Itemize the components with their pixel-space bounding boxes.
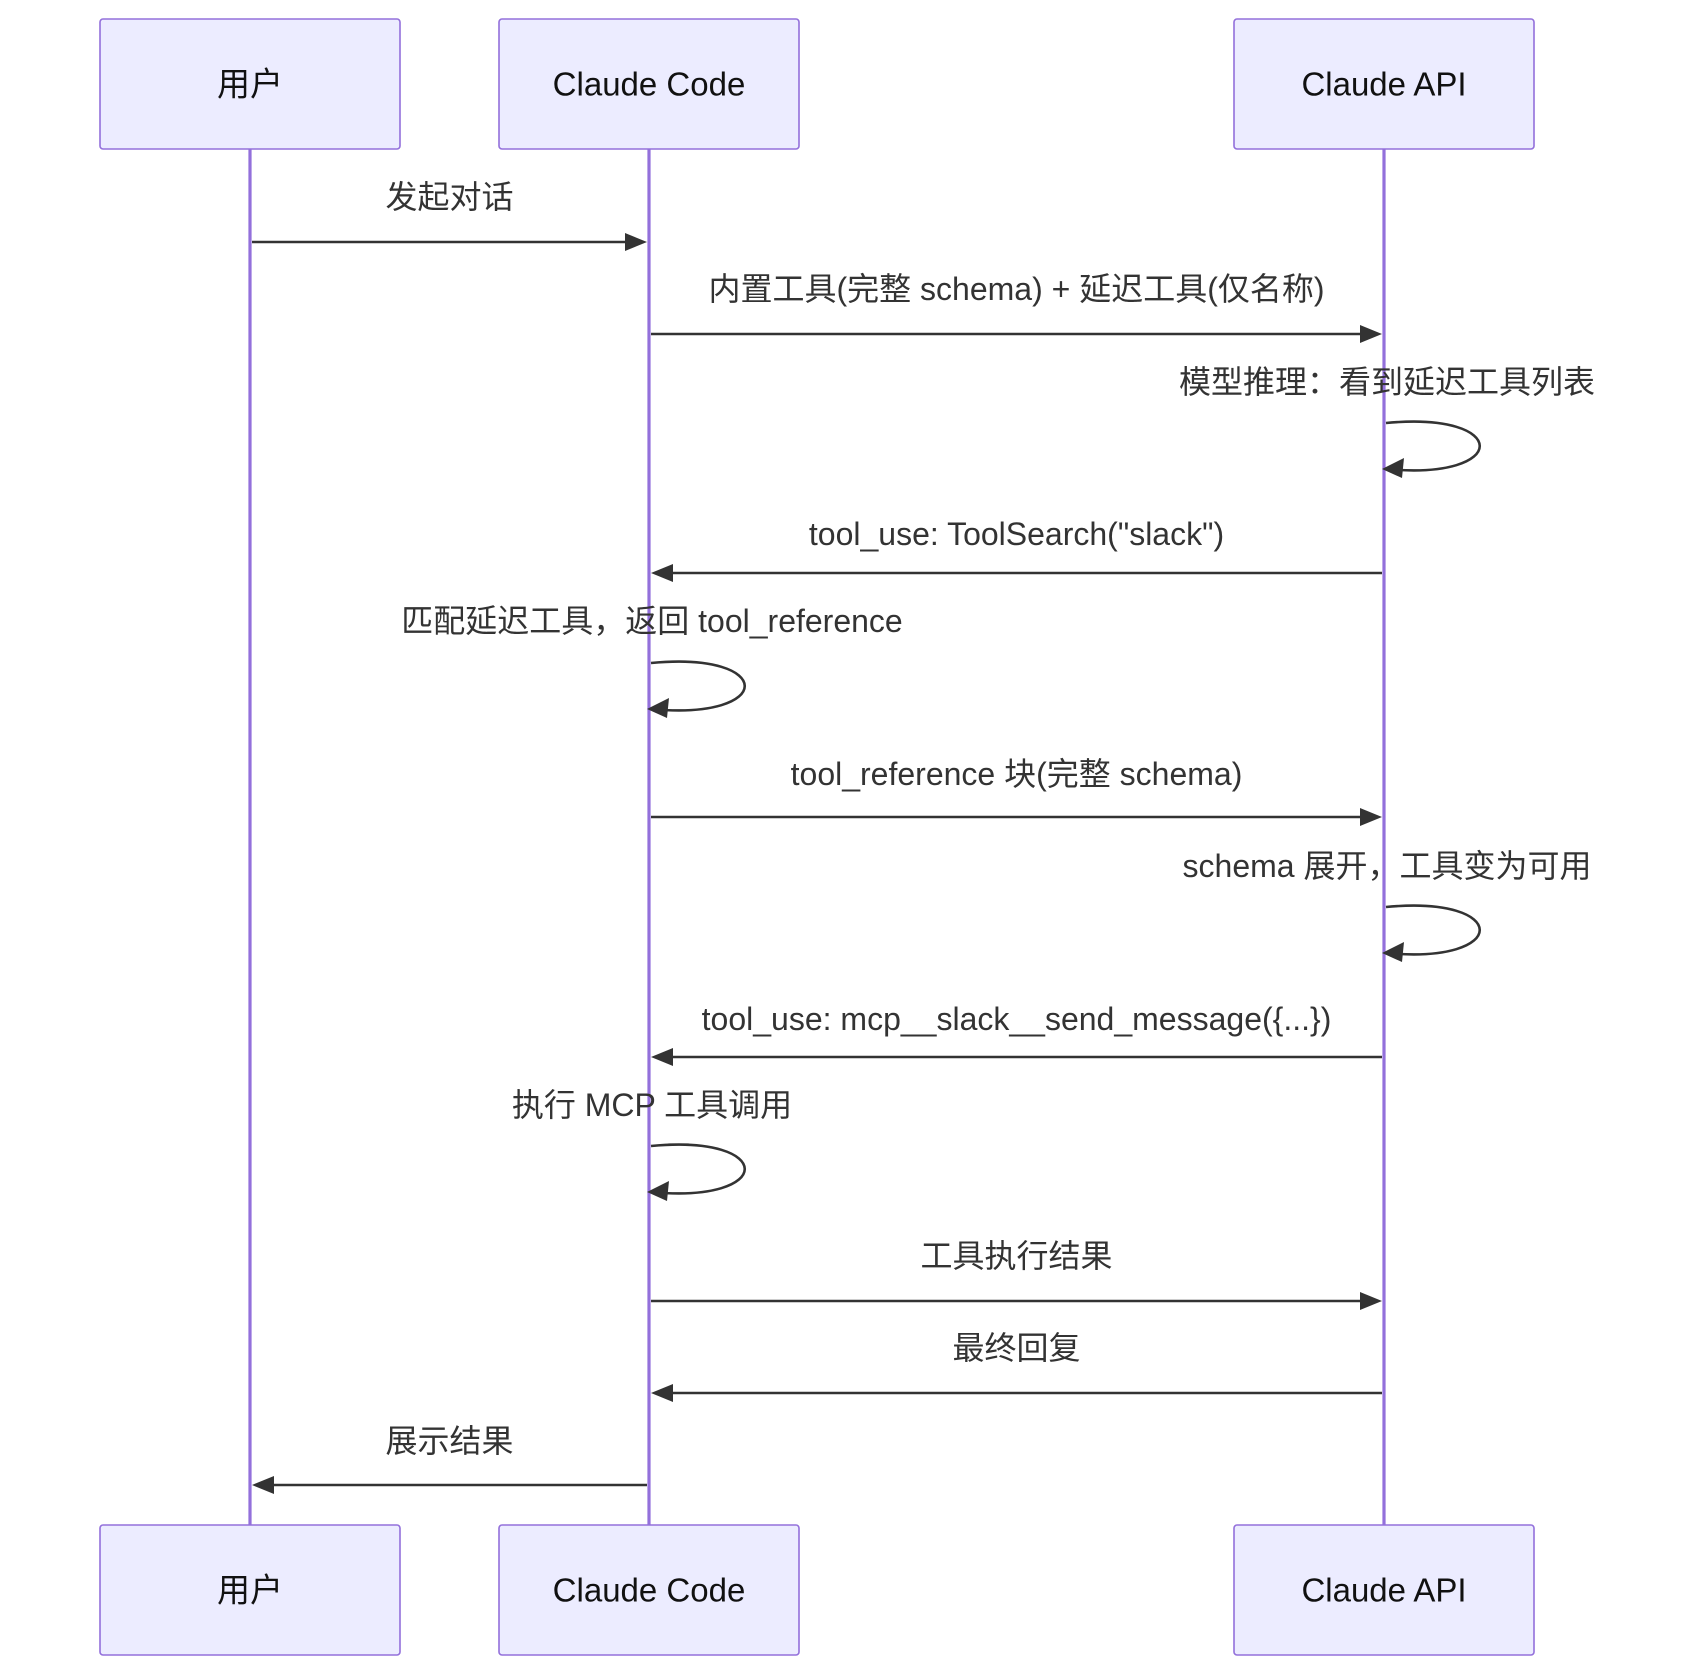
actor-label: Claude API [1301,1572,1466,1609]
message-loop [1385,904,1482,956]
message-label: 展示结果 [385,1423,513,1459]
message-label: 模型推理：看到延迟工具列表 [1179,364,1595,400]
arrow-head [1360,1292,1382,1310]
arrow-head [625,233,647,251]
message-label: 执行 MCP 工具调用 [512,1087,792,1123]
message-loop [1385,420,1482,472]
message-label: 最终回复 [952,1330,1080,1366]
message-label: 工具执行结果 [920,1238,1112,1274]
actor-cc-top: Claude Code [498,18,800,150]
message-label: schema 展开，工具变为可用 [1183,848,1592,884]
actor-box [498,1524,800,1656]
message-label: 内置工具(完整 schema) + 延迟工具(仅名称) [708,271,1324,307]
message-label: 发起对话 [385,179,513,215]
actor-api-top: Claude API [1233,18,1535,150]
message-label: tool_reference 块(完整 schema) [791,756,1243,792]
arrow-head [1382,458,1404,478]
actor-user-top: 用户 [99,18,401,150]
actor-user-bottom: 用户 [99,1524,401,1656]
message-9: 执行 MCP 工具调用 [512,1087,792,1201]
arrow-head [651,1048,673,1066]
arrow-head [647,698,669,718]
actor-label: 用户 [217,66,283,103]
message-12: 展示结果 [252,1423,647,1494]
actor-label: Claude API [1301,66,1466,103]
actor-box [498,18,800,150]
message-loop [650,660,747,712]
actor-box [99,1524,401,1656]
arrow-head [651,564,673,582]
actors-bottom: 用户 Claude Code Claude API [99,1524,1535,1656]
arrow-head [651,1384,673,1402]
message-label: tool_use: ToolSearch("slack") [809,516,1224,552]
message-7: schema 展开，工具变为可用 [1183,848,1592,962]
actor-label: Claude Code [553,66,746,103]
message-6: tool_reference 块(完整 schema) [651,756,1382,826]
message-2: 内置工具(完整 schema) + 延迟工具(仅名称) [651,271,1382,343]
message-11: 最终回复 [651,1330,1382,1402]
arrow-head [1382,942,1404,962]
actors-top: 用户 Claude Code Claude API [99,18,1535,150]
arrow-head [647,1181,669,1201]
message-8: tool_use: mcp__slack__send_message({...}… [651,1001,1382,1066]
message-10: 工具执行结果 [651,1238,1382,1310]
actor-box [99,18,401,150]
message-5: 匹配延迟工具，返回 tool_reference [401,603,903,718]
message-4: tool_use: ToolSearch("slack") [651,516,1382,582]
arrow-head [252,1476,274,1494]
actor-label: Claude Code [553,1572,746,1609]
message-loop [650,1143,747,1195]
message-label: tool_use: mcp__slack__send_message({...}… [702,1001,1332,1037]
message-1: 发起对话 [252,179,647,251]
arrow-head [1360,325,1382,343]
actor-label: 用户 [217,1572,283,1609]
actor-cc-bottom: Claude Code [498,1524,800,1656]
message-3: 模型推理：看到延迟工具列表 [1179,364,1595,478]
lifelines [248,149,1386,1525]
actor-api-bottom: Claude API [1233,1524,1535,1656]
actor-box [1233,18,1535,150]
arrow-head [1360,808,1382,826]
message-label: 匹配延迟工具，返回 tool_reference [401,603,902,639]
actor-box [1233,1524,1535,1656]
